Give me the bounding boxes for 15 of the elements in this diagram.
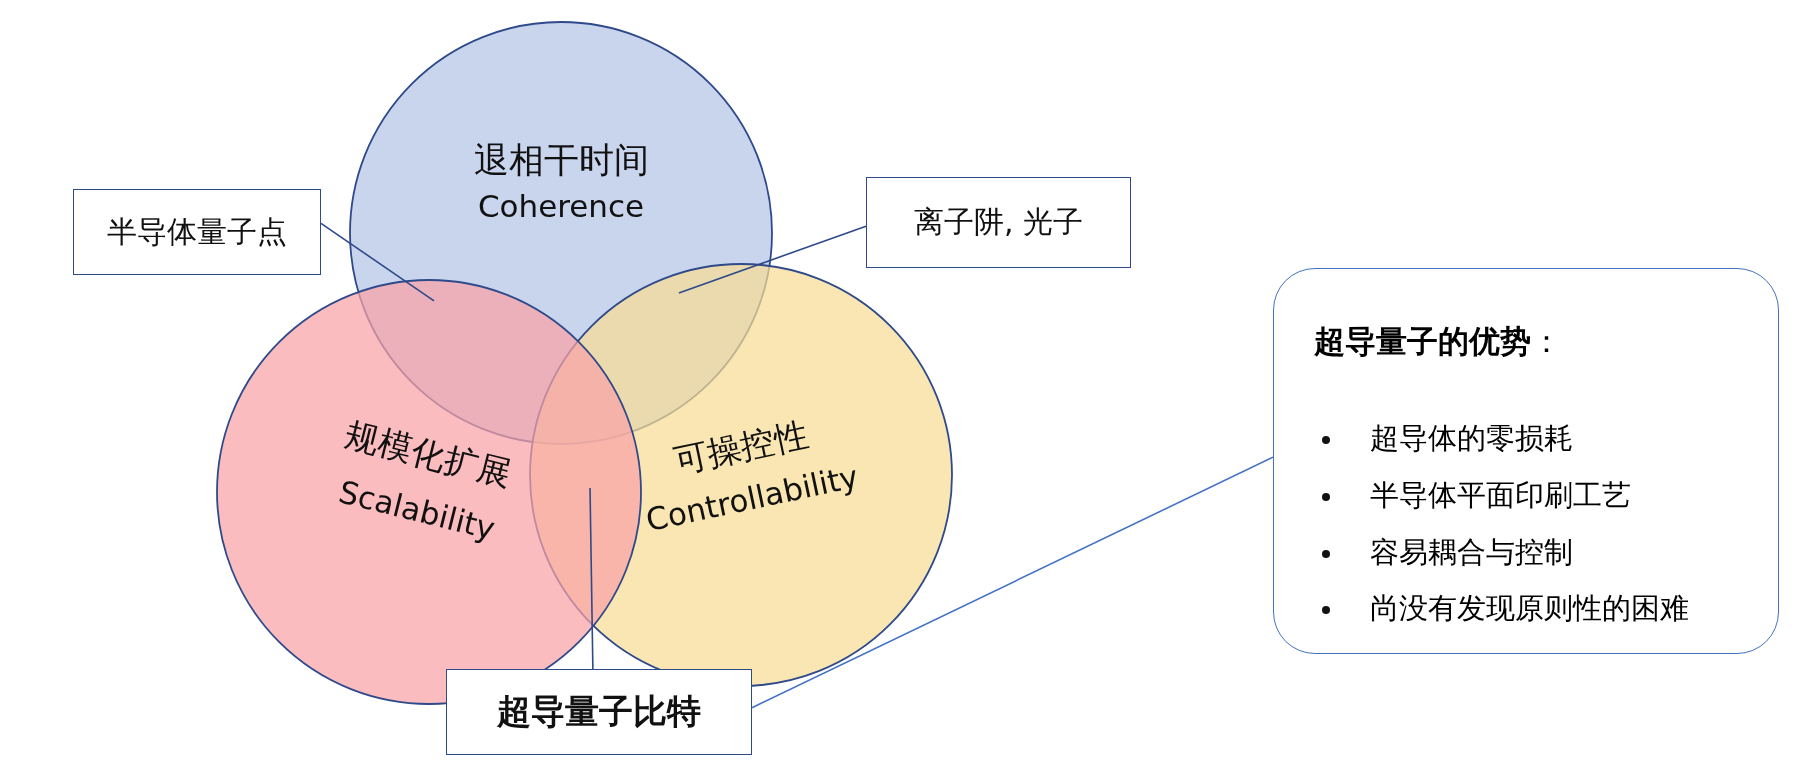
panel-title: 超导量子的优势： xyxy=(1314,322,1562,361)
circle-label: Coherence xyxy=(477,188,645,224)
leader-line xyxy=(589,487,594,670)
circle-label: 退相干时间 xyxy=(473,138,649,182)
rounded-panel xyxy=(1273,268,1779,654)
bullet-item: 尚没有发现原则性的困难 xyxy=(1370,590,1689,627)
leader-line xyxy=(678,225,867,294)
leader-line xyxy=(751,456,1274,709)
label-box: 离子阱, 光子 xyxy=(866,177,1131,268)
label-box: 超导量子比特 xyxy=(446,669,752,755)
bullet-item: 超导体的零损耗 xyxy=(1370,420,1573,457)
bullet-item: 半导体平面印刷工艺 xyxy=(1370,477,1631,514)
leader-line xyxy=(320,222,435,302)
label-box: 半导体量子点 xyxy=(73,189,321,275)
bullet-item: 容易耦合与控制 xyxy=(1370,534,1573,571)
